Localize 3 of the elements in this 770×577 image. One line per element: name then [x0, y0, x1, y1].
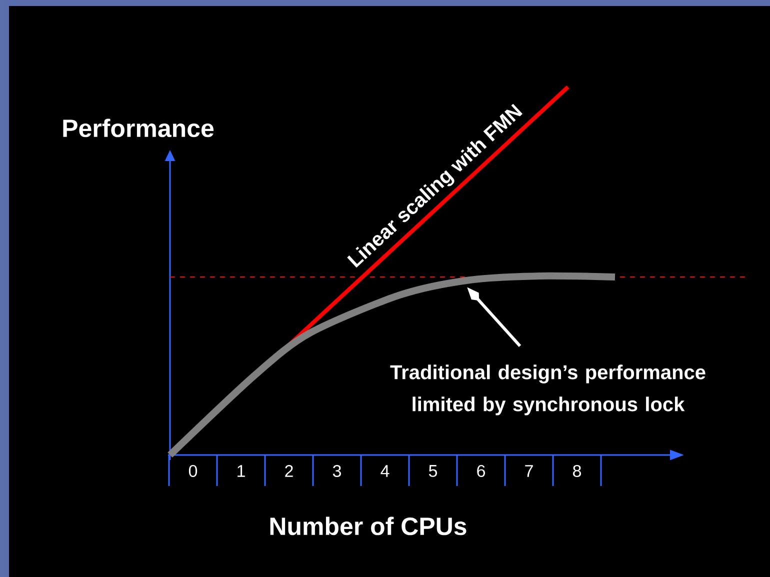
annotation-text: Traditional design’s performance limited by synchronous lock — [390, 364, 706, 416]
axis-title: Performance — [63, 118, 214, 138]
axis-title: Number of CPUs — [270, 516, 466, 536]
